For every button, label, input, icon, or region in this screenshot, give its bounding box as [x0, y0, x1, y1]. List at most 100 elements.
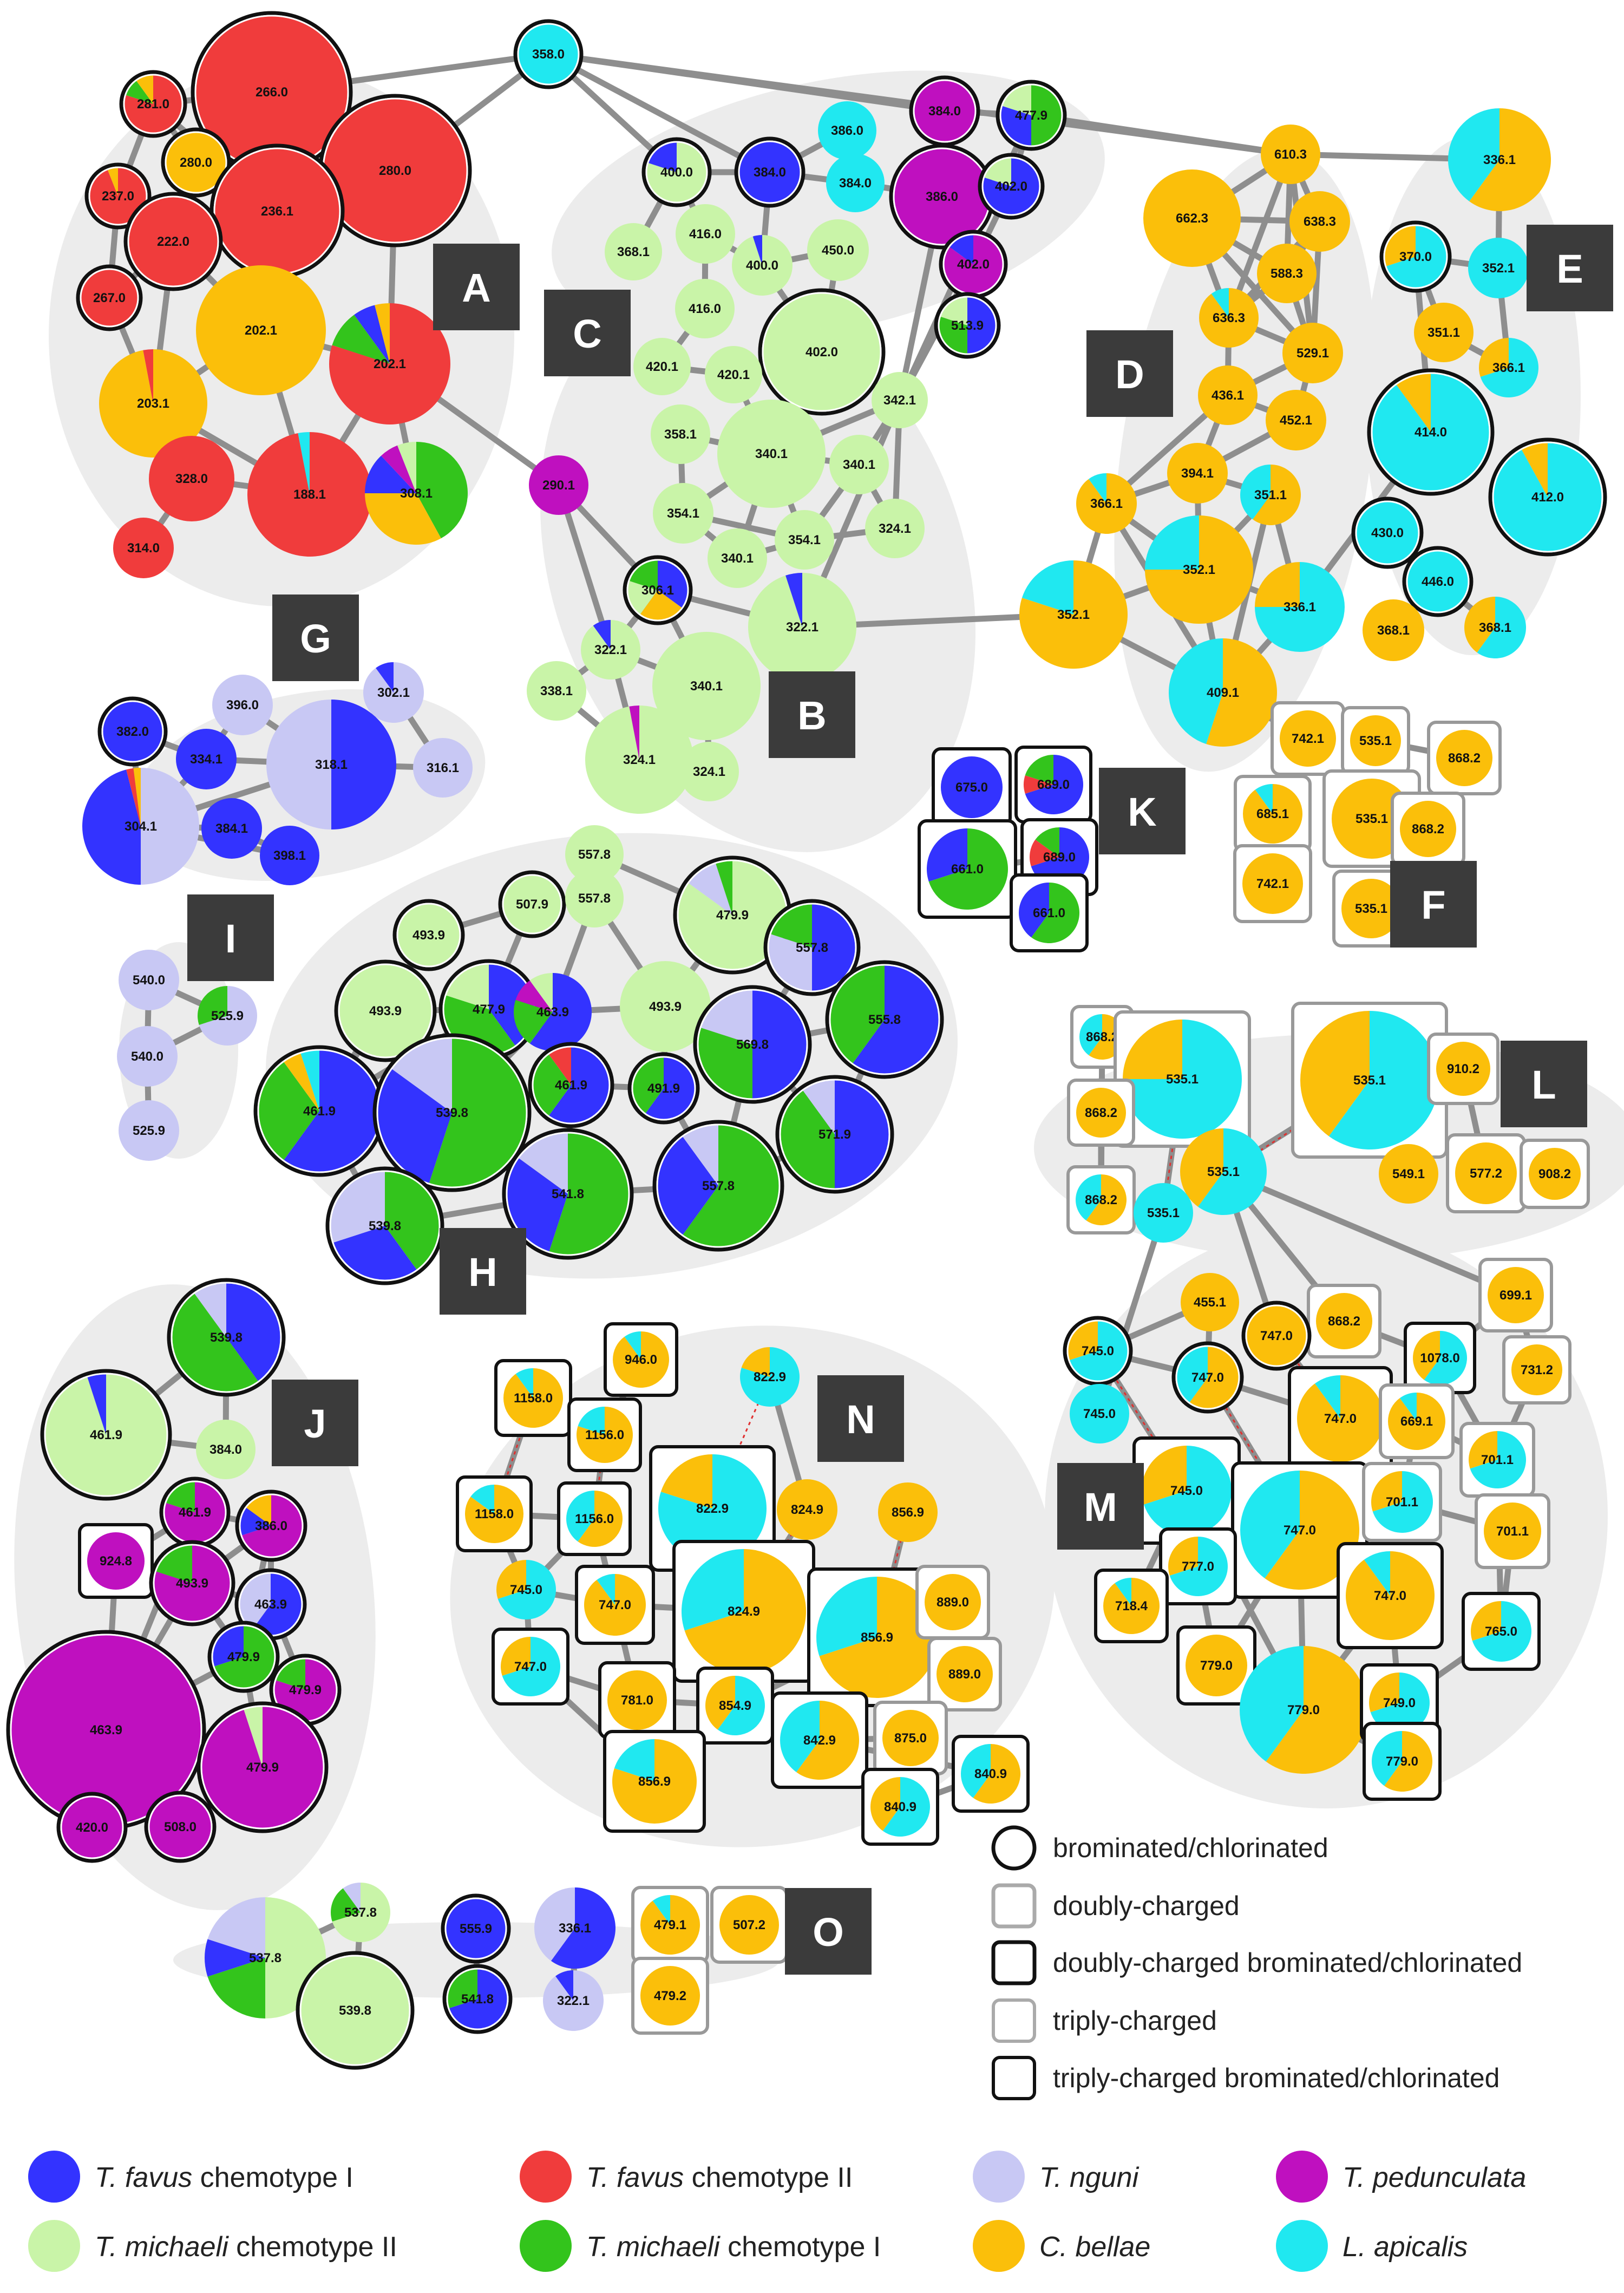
- network-node: 340.1: [708, 528, 767, 588]
- node-slice: [149, 1796, 211, 1858]
- network-node: 336.1: [534, 1887, 615, 1969]
- node-label: 638.3: [1304, 214, 1336, 229]
- node-slice: [1328, 1011, 1439, 1149]
- node-label: 352.1: [1482, 261, 1515, 276]
- node-slice: [1180, 1128, 1223, 1207]
- network-node: 675.0: [932, 747, 1012, 827]
- node-slice: [1400, 801, 1456, 857]
- node-label: 351.1: [1427, 325, 1460, 340]
- node-label: 662.3: [1176, 211, 1208, 226]
- node-ring-inner: [1066, 1319, 1129, 1382]
- node-slice: [1470, 1431, 1526, 1488]
- group-label-text: A: [462, 265, 490, 310]
- node-label: 889.0: [937, 1595, 969, 1610]
- node-slice: [141, 768, 199, 885]
- network-node: 840.9: [861, 1768, 939, 1846]
- network-node: 889.0: [927, 1637, 1002, 1711]
- node-slice: [983, 158, 1039, 215]
- node-slice: [119, 950, 179, 1010]
- node-label: 436.1: [1212, 388, 1244, 403]
- group-label-b: B: [769, 671, 855, 758]
- node-label: 742.1: [1256, 877, 1289, 891]
- network-node: 569.8: [693, 985, 812, 1104]
- node-slice: [166, 1482, 195, 1512]
- node-label: 461.9: [179, 1505, 211, 1520]
- network-node: 662.3: [1143, 169, 1241, 267]
- network-node: 868.2: [1067, 1079, 1135, 1147]
- network-node: 577.2: [1446, 1133, 1526, 1213]
- node-label: 537.8: [344, 1905, 377, 1920]
- node-label: 452.1: [1280, 413, 1312, 428]
- node-slice: [645, 1057, 695, 1119]
- network-node: 745.0: [1132, 1436, 1241, 1545]
- legend-swatch: [973, 2220, 1025, 2272]
- node-label: 396.0: [226, 698, 259, 713]
- node-slice: [1468, 238, 1529, 298]
- node-slice: [1024, 775, 1053, 794]
- network-node: 856.9: [878, 1482, 938, 1542]
- symbol-key-item: brominated/chlorinated: [991, 1825, 1328, 1871]
- node-label: 400.0: [660, 165, 693, 180]
- group-label-text: C: [573, 311, 601, 356]
- legend-label: T. favus chemotype II: [586, 2162, 853, 2193]
- node-slice: [133, 768, 141, 826]
- network-node: 402.0: [758, 288, 886, 416]
- node-slice: [534, 1887, 575, 1961]
- node-label: 386.0: [831, 123, 863, 138]
- node-slice: [605, 223, 662, 280]
- legend-item: T. nguni: [973, 2151, 1140, 2203]
- network-node: 366.1: [1479, 338, 1538, 397]
- node-slice: [717, 1676, 765, 1735]
- node-slice: [1521, 443, 1548, 497]
- network-node: 461.9: [40, 1369, 172, 1501]
- node-label: 747.0: [514, 1660, 547, 1674]
- node-label: 384.1: [215, 821, 248, 836]
- node-slice: [529, 973, 592, 1051]
- network-node: 322.1: [748, 573, 856, 681]
- node-slice: [247, 432, 372, 557]
- node-slice: [1177, 1347, 1208, 1403]
- node-slice: [1363, 599, 1424, 661]
- node-slice: [429, 1038, 527, 1187]
- node-ring-inner: [88, 166, 148, 226]
- node-label: 535.1: [1355, 812, 1388, 826]
- network-node: 1158.0: [456, 1475, 533, 1552]
- network-node: 868.2: [1307, 1284, 1381, 1358]
- node-label: 338.1: [540, 684, 573, 698]
- node-slice: [925, 1574, 981, 1630]
- node-label: 747.0: [1374, 1589, 1406, 1603]
- node-label: 479.9: [227, 1650, 260, 1664]
- node-slice: [1240, 1471, 1300, 1578]
- node-label: 747.0: [1260, 1329, 1293, 1343]
- node-label: 745.0: [510, 1583, 542, 1597]
- node-slice: [1206, 638, 1278, 747]
- network-node: 541.8: [442, 1964, 513, 2034]
- node-slice: [937, 1646, 993, 1702]
- node-slice: [739, 142, 800, 202]
- node-slice: [682, 1549, 744, 1631]
- network-node: 549.1: [1379, 1144, 1438, 1204]
- network-node: 402.0: [978, 153, 1045, 220]
- node-ring: [623, 555, 693, 625]
- node-label: 689.0: [1043, 850, 1076, 865]
- node-label: 398.1: [273, 848, 306, 863]
- node-ring: [123, 192, 223, 291]
- node-slice: [961, 1744, 991, 1798]
- node-label: 1078.0: [1420, 1351, 1459, 1366]
- network-node: 394.1: [1167, 443, 1228, 504]
- node-label: 222.0: [157, 234, 189, 249]
- node-label: 555.9: [460, 1922, 492, 1936]
- node-slice: [565, 825, 624, 884]
- node-label: 420.0: [76, 1820, 108, 1835]
- network-node: 352.1: [1468, 238, 1529, 298]
- node-slice: [624, 1331, 641, 1360]
- network-node: 384.0: [196, 1420, 256, 1479]
- network-node: 384.1: [201, 798, 262, 859]
- legend-item: T. favus chemotype I: [28, 2151, 353, 2203]
- node-slice: [629, 560, 658, 590]
- legend-item: T. michaeli chemotype I: [520, 2220, 881, 2272]
- group-label-i: I: [187, 894, 274, 981]
- network-node: 747.0: [1231, 1461, 1368, 1599]
- node-slice: [166, 133, 226, 192]
- legend-item: T. michaeli chemotype II: [28, 2220, 397, 2272]
